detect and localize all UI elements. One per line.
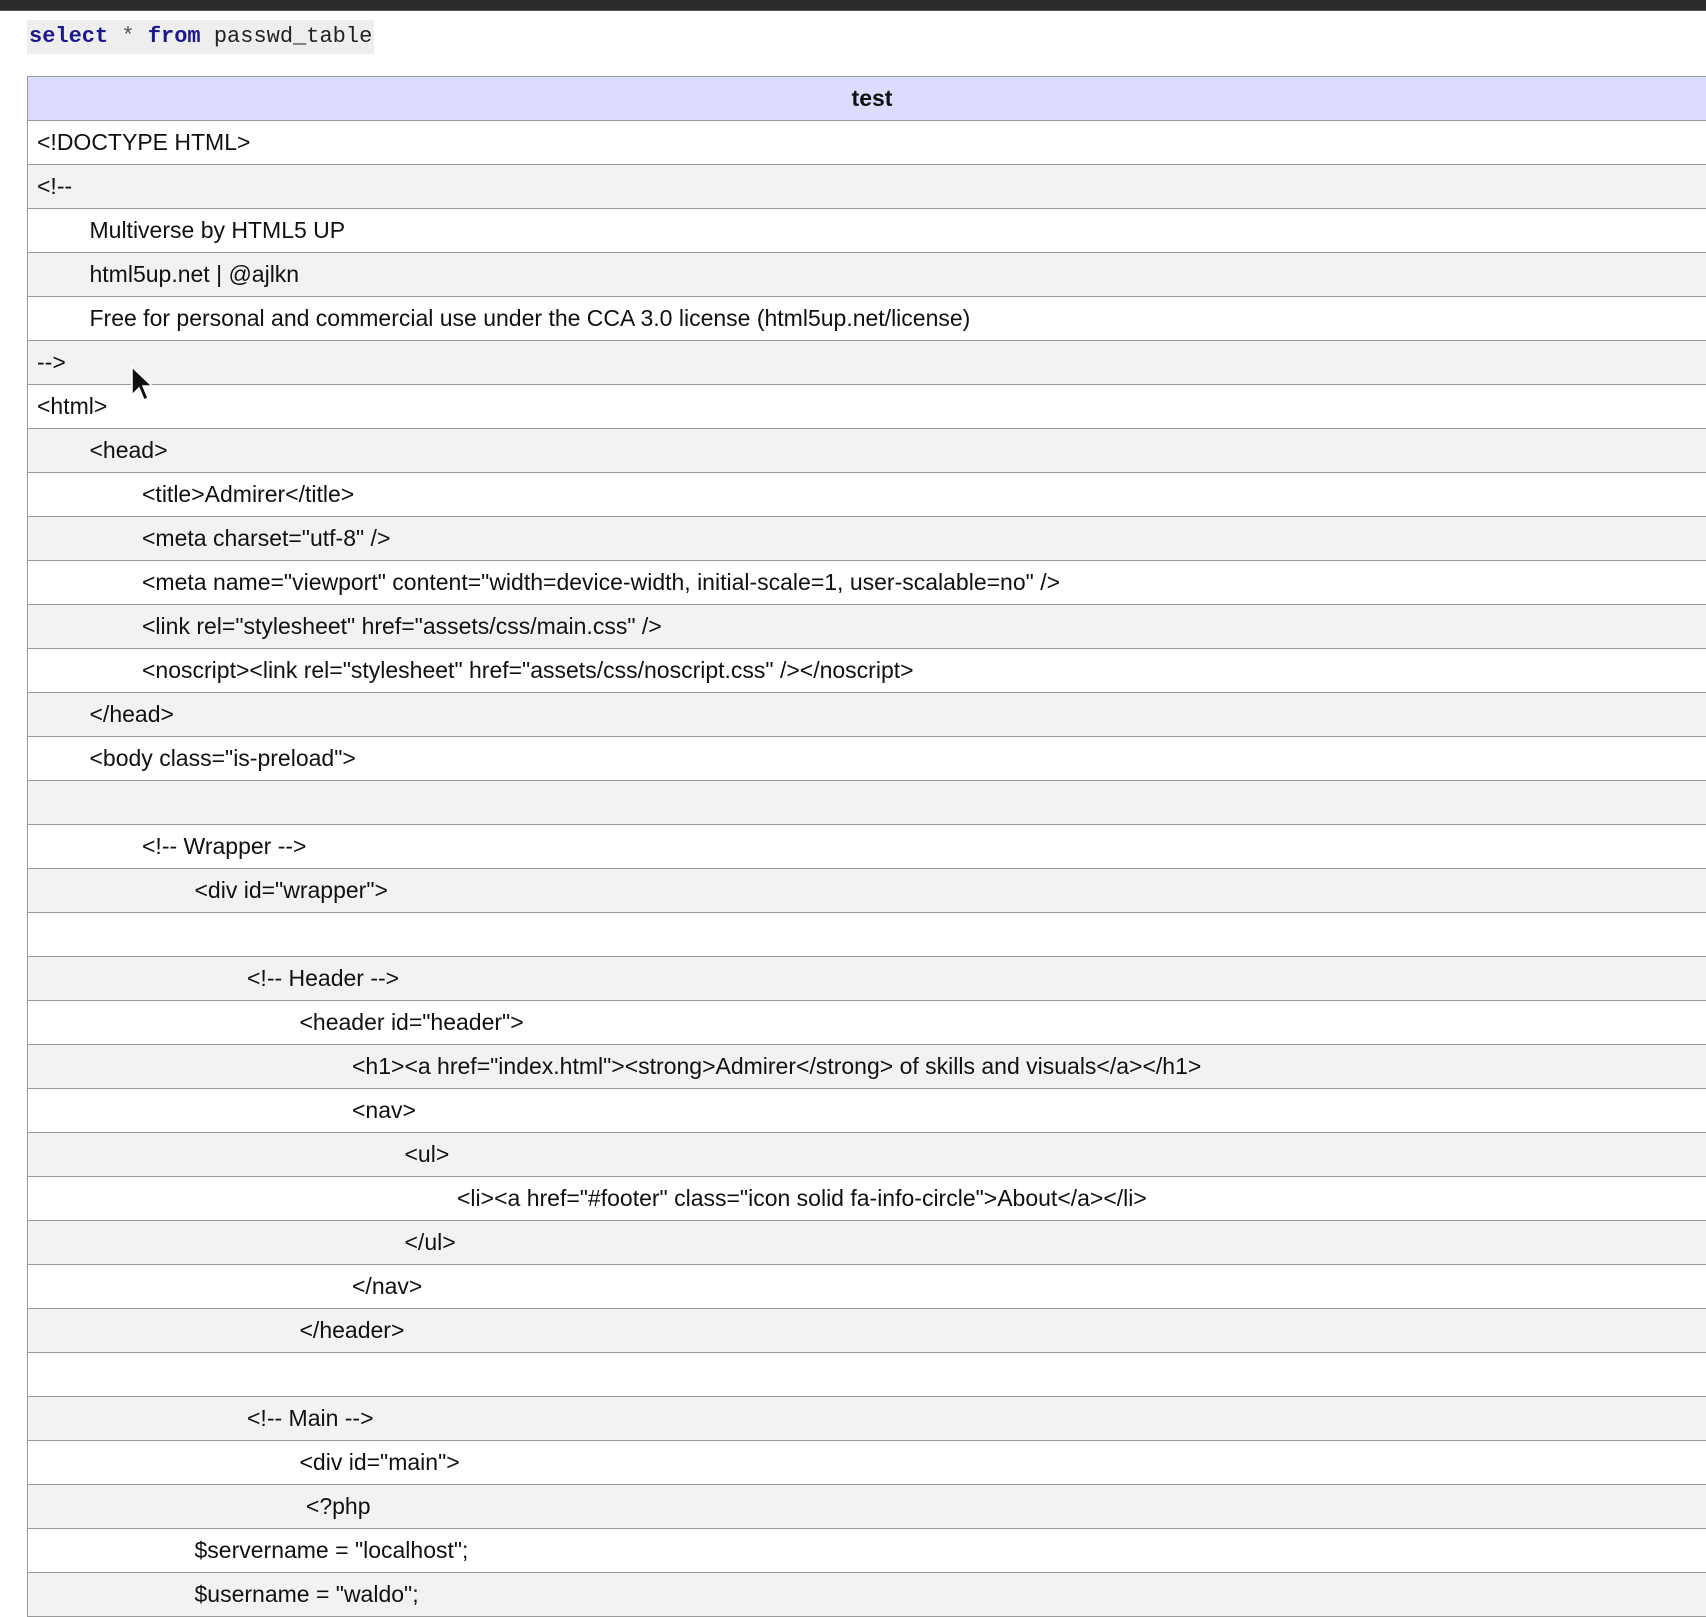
table-cell: <!-- Main --> (28, 1397, 1706, 1441)
sql-keyword-from: from (148, 24, 201, 49)
window-top-bar (0, 0, 1706, 11)
table-cell: <div id="wrapper"> (28, 869, 1706, 913)
table-cell (28, 781, 1706, 825)
table-cell: <!-- Header --> (28, 957, 1706, 1001)
table-row: $servername = "localhost"; (28, 1529, 1706, 1573)
table-cell: <!-- (28, 165, 1706, 209)
table-row: </head> (28, 693, 1706, 737)
sql-star: * (121, 24, 134, 49)
table-cell: <h1><a href="index.html"><strong>Admirer… (28, 1045, 1706, 1089)
table-row: <meta charset="utf-8" /> (28, 517, 1706, 561)
table-cell: <body class="is-preload"> (28, 737, 1706, 781)
table-row: Free for personal and commercial use und… (28, 297, 1706, 341)
table-cell (28, 913, 1706, 957)
table-cell: <?php (28, 1485, 1706, 1529)
table-cell: </ul> (28, 1221, 1706, 1265)
table-row: <noscript><link rel="stylesheet" href="a… (28, 649, 1706, 693)
table-cell: --> (28, 341, 1706, 385)
table-cell: <meta name="viewport" content="width=dev… (28, 561, 1706, 605)
table-row: $username = "waldo"; (28, 1573, 1706, 1617)
table-row: <!-- Header --> (28, 957, 1706, 1001)
table-cell: <!-- Wrapper --> (28, 825, 1706, 869)
result-table: test <!DOCTYPE HTML><!--Multiverse by HT… (27, 76, 1706, 1617)
table-cell: <html> (28, 385, 1706, 429)
table-row (28, 781, 1706, 825)
table-row: <head> (28, 429, 1706, 473)
table-row: </header> (28, 1309, 1706, 1353)
table-cell: <title>Admirer</title> (28, 473, 1706, 517)
table-row: <html> (28, 385, 1706, 429)
table-row: </ul> (28, 1221, 1706, 1265)
sql-table-name: passwd_table (214, 24, 372, 49)
table-row: <!-- Wrapper --> (28, 825, 1706, 869)
table-row: <!DOCTYPE HTML> (28, 121, 1706, 165)
column-header-test[interactable]: test (28, 77, 1706, 121)
table-row: <?php (28, 1485, 1706, 1529)
table-row: <header id="header"> (28, 1001, 1706, 1045)
table-cell: <noscript><link rel="stylesheet" href="a… (28, 649, 1706, 693)
table-cell: <header id="header"> (28, 1001, 1706, 1045)
mouse-pointer-icon (130, 365, 154, 403)
table-cell: <meta charset="utf-8" /> (28, 517, 1706, 561)
table-cell: <link rel="stylesheet" href="assets/css/… (28, 605, 1706, 649)
result-body: <!DOCTYPE HTML><!--Multiverse by HTML5 U… (28, 121, 1706, 1617)
table-row (28, 913, 1706, 957)
table-row: <!-- Main --> (28, 1397, 1706, 1441)
table-cell: <div id="main"> (28, 1441, 1706, 1485)
table-cell: $username = "waldo"; (28, 1573, 1706, 1617)
table-cell: <nav> (28, 1089, 1706, 1133)
table-row: <meta name="viewport" content="width=dev… (28, 561, 1706, 605)
table-cell: </nav> (28, 1265, 1706, 1309)
table-cell: <!DOCTYPE HTML> (28, 121, 1706, 165)
sql-query: select * from passwd_table (27, 20, 374, 54)
table-row: <div id="main"> (28, 1441, 1706, 1485)
table-row: html5up.net | @ajlkn (28, 253, 1706, 297)
table-row: <body class="is-preload"> (28, 737, 1706, 781)
table-row: </nav> (28, 1265, 1706, 1309)
table-cell: </head> (28, 693, 1706, 737)
table-row: <h1><a href="index.html"><strong>Admirer… (28, 1045, 1706, 1089)
table-cell: Free for personal and commercial use und… (28, 297, 1706, 341)
table-row: Multiverse by HTML5 UP (28, 209, 1706, 253)
table-cell: Multiverse by HTML5 UP (28, 209, 1706, 253)
table-row: --> (28, 341, 1706, 385)
table-row: <div id="wrapper"> (28, 869, 1706, 913)
table-row (28, 1353, 1706, 1397)
table-cell: <head> (28, 429, 1706, 473)
table-row: <li><a href="#footer" class="icon solid … (28, 1177, 1706, 1221)
table-row: <nav> (28, 1089, 1706, 1133)
sql-keyword-select: select (29, 24, 108, 49)
table-row: <!-- (28, 165, 1706, 209)
table-cell: </header> (28, 1309, 1706, 1353)
result-header-row: test (28, 77, 1706, 121)
table-row: <link rel="stylesheet" href="assets/css/… (28, 605, 1706, 649)
table-cell: html5up.net | @ajlkn (28, 253, 1706, 297)
table-cell (28, 1353, 1706, 1397)
table-row: <ul> (28, 1133, 1706, 1177)
table-cell: $servername = "localhost"; (28, 1529, 1706, 1573)
table-cell: <li><a href="#footer" class="icon solid … (28, 1177, 1706, 1221)
table-row: <title>Admirer</title> (28, 473, 1706, 517)
table-cell: <ul> (28, 1133, 1706, 1177)
